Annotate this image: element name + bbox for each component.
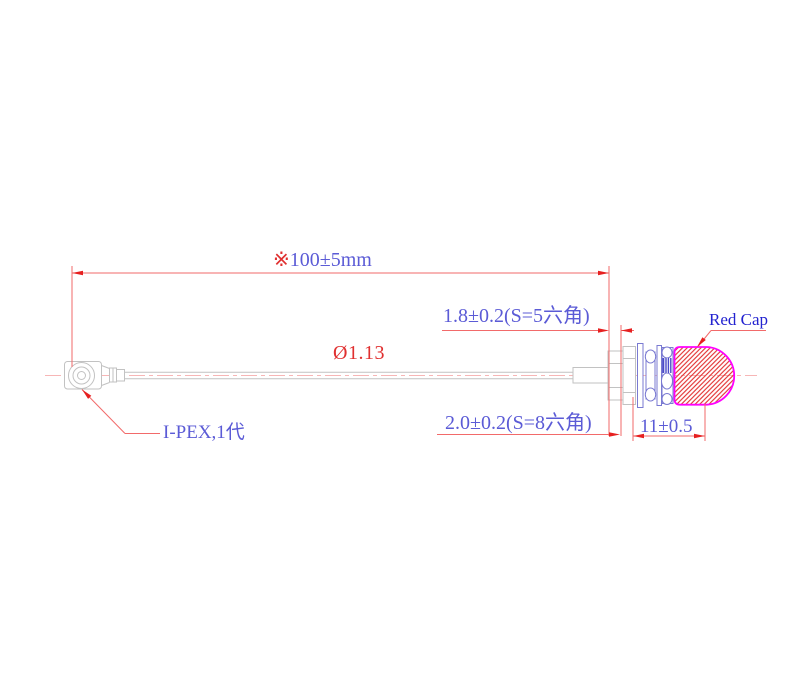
bulkhead-washers-and-thread: [637, 343, 674, 408]
cap-length-dimension-label: 11±0.5: [640, 416, 693, 437]
hex8-dimension-label: 2.0±0.2(S=8六角): [445, 412, 592, 434]
overall-length-dimension-label: ※100±5mm: [273, 250, 372, 271]
overall-length-value: 100±5mm: [289, 249, 372, 271]
hex5-dimension-label: 1.8±0.2(S=5六角): [443, 305, 590, 327]
cable-diameter-label: Ø1.13: [333, 342, 385, 364]
ipex-connector-label: I-PEX,1代: [163, 422, 245, 443]
dimension-lines: [71, 266, 766, 441]
cable-and-ipex-connector: [64, 346, 636, 405]
dimension-arrows: [72, 270, 706, 439]
red-cap-label: Red Cap: [709, 310, 769, 329]
red-cap-shape: [673, 346, 736, 406]
reference-marker: ※: [273, 249, 290, 271]
